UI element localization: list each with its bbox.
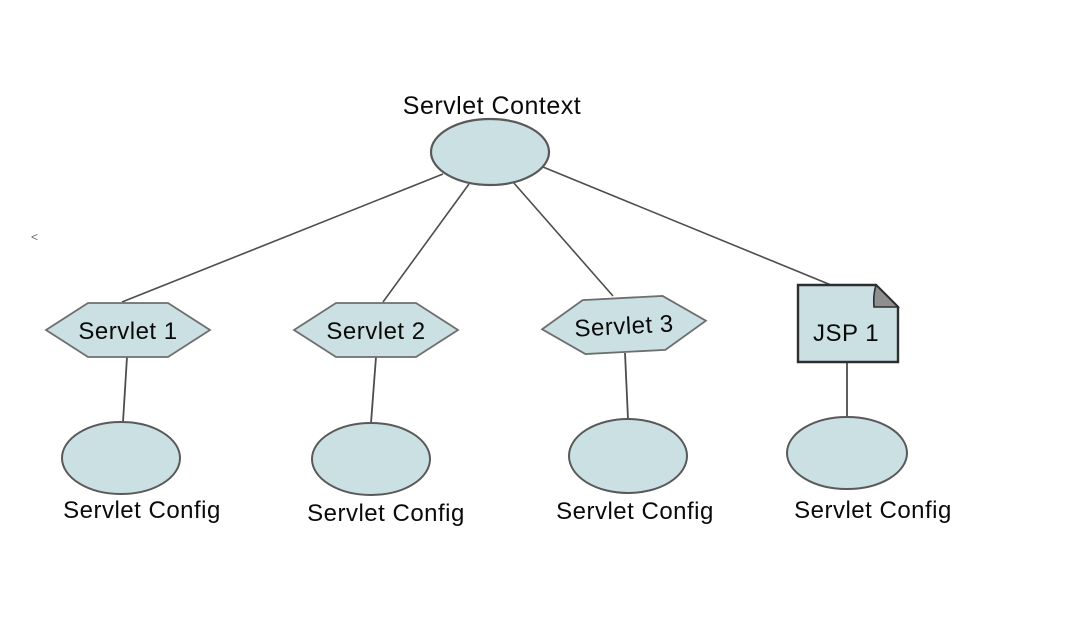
config1-label: Servlet Config <box>63 497 221 524</box>
context-node-label: Servlet Context <box>403 92 581 120</box>
context-node <box>429 117 551 187</box>
edge-group <box>121 166 848 424</box>
config1-node: Servlet Config <box>61 421 221 524</box>
servlet1-hexagon <box>44 302 212 358</box>
edge-servlet2-config <box>370 356 377 424</box>
edge-servlet1-config <box>122 356 128 423</box>
config3-label: Servlet Config <box>556 498 714 525</box>
stray-chevron-mark: < <box>31 230 38 244</box>
jsp1-folded-corner <box>872 283 900 308</box>
servlet3-hexagon <box>540 295 708 355</box>
config2-ellipse <box>311 422 431 496</box>
config2-node: Servlet Config <box>307 422 465 527</box>
config4-label: Servlet Config <box>794 497 952 524</box>
jsp1-label: JSP 1 <box>813 320 879 347</box>
edge-context-servlet3 <box>512 181 614 297</box>
edge-context-jsp1 <box>542 166 832 286</box>
config3-ellipse <box>568 418 688 494</box>
servlet3-label: Servlet 3 <box>574 310 674 342</box>
servlet2-hexagon <box>292 302 460 358</box>
config4-node: Servlet Config <box>786 416 952 524</box>
config3-node: Servlet Config <box>556 418 714 525</box>
edge-context-servlet1 <box>121 173 444 303</box>
servlet3-node: Servlet 3 <box>540 295 708 355</box>
jsp1-node: JSP 1 <box>796 283 900 364</box>
servlet2-node: Servlet 2 <box>292 302 460 358</box>
config4-ellipse <box>786 416 908 490</box>
config2-label: Servlet Config <box>307 500 465 527</box>
edge-servlet3-config <box>624 352 629 420</box>
servlet1-node: Servlet 1 <box>44 302 212 358</box>
servlet2-label: Servlet 2 <box>326 318 425 345</box>
config1-ellipse <box>61 421 181 495</box>
edge-context-servlet2 <box>382 183 470 303</box>
servlet1-label: Servlet 1 <box>78 318 177 345</box>
jsp1-document <box>796 283 900 364</box>
